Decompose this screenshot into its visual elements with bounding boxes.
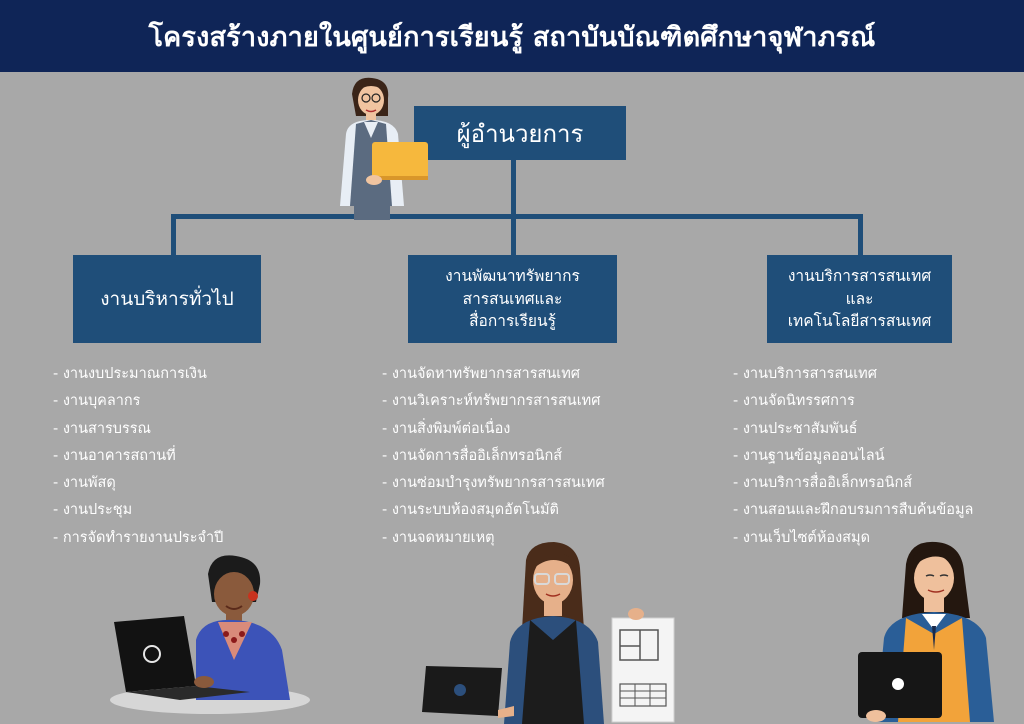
list-item: - งานระบบห้องสมุดอัตโนมัติ [382,502,559,519]
list-item: - งานงบประมาณการเงิน [53,366,207,382]
division-general-label: งานบริหารทั่วไป [100,288,234,310]
director-box: ผู้อำนวยการ [414,106,626,160]
header-bar: โครงสร้างภายในศูนย์การเรียนรู้ สถาบันบัณ… [0,0,1024,72]
list-item: - งานจัดการสื่ออิเล็กทรอนิกส์ [382,447,563,464]
developer-staff-illustration [422,542,675,724]
list-item: - งานวิเคราะห์ทรัพยากรสารสนเทศ [382,393,601,410]
list-item: - งานประชุม [53,502,133,519]
director-label: ผู้อำนวยการ [456,119,584,148]
list-item: - งานบุคลากร [53,393,141,410]
division-develop-line-2: สารสนเทศและ [462,289,563,308]
connector-service [858,214,863,255]
list-item: - งานซ่อมบำรุงทรัพยากรสารสนเทศ [382,475,605,492]
list-item: - งานจัดหาทรัพยากรสารสนเทศ [382,366,580,382]
connector-horizontal [171,214,863,219]
task-list-general: - งานงบประมาณการเงิน - งานบุคลากร - งานส… [53,361,223,552]
division-develop-line-1: งานพัฒนาทรัพยากร [445,267,580,286]
connector-develop [511,214,516,255]
list-item: - งานสิ่งพิมพ์ต่อเนื่อง [382,420,511,437]
page-title: โครงสร้างภายในศูนย์การเรียนรู้ สถาบันบัณ… [148,21,876,53]
list-item: - งานบริการสื่ออิเล็กทรอนิกส์ [733,475,913,492]
list-item: - งานจดหมายเหตุ [382,529,495,546]
list-item: - การจัดทำรายงานประจำปี [53,529,224,546]
list-item: - งานสารบรรณ [53,420,151,437]
director-illustration [340,77,428,220]
list-item: - งานจัดนิทรรศการ [733,393,855,410]
connector-general [171,214,176,255]
admin-staff-illustration [110,555,310,714]
task-list-service: - งานบริการสารสนเทศ - งานจัดนิทรรศการ - … [733,361,973,552]
division-box-develop: งานพัฒนาทรัพยากร สารสนเทศและ สื่อการเรีย… [408,255,617,343]
list-item: - งานสอนและฝึกอบรมการสืบค้นข้อมูล [733,502,974,519]
task-list-develop: - งานจัดหาทรัพยากรสารสนเทศ - งานวิเคราะห… [382,361,605,552]
connector-director-down [511,160,516,217]
division-box-general: งานบริหารทั่วไป [73,255,261,343]
list-item: - งานอาคารสถานที่ [53,447,176,464]
list-item: - งานพัสดุ [53,475,116,492]
list-item: - งานเว็บไซต์ห้องสมุด [733,529,870,546]
service-staff-illustration [858,541,994,722]
list-item: - งานบริการสารสนเทศ [733,366,877,382]
division-service-line-2: และ [845,289,874,308]
division-develop-line-3: สื่อการเรียนรู้ [469,312,556,331]
list-item: - งานประชาสัมพันธ์ [733,420,858,437]
division-box-service: งานบริการสารสนเทศ และ เทคโนโลยีสารสนเทศ [767,255,952,343]
division-service-line-3: เทคโนโลยีสารสนเทศ [787,312,932,331]
list-item: - งานฐานข้อมูลออนไลน์ [733,447,885,464]
division-service-line-1: งานบริการสารสนเทศ [787,267,932,286]
